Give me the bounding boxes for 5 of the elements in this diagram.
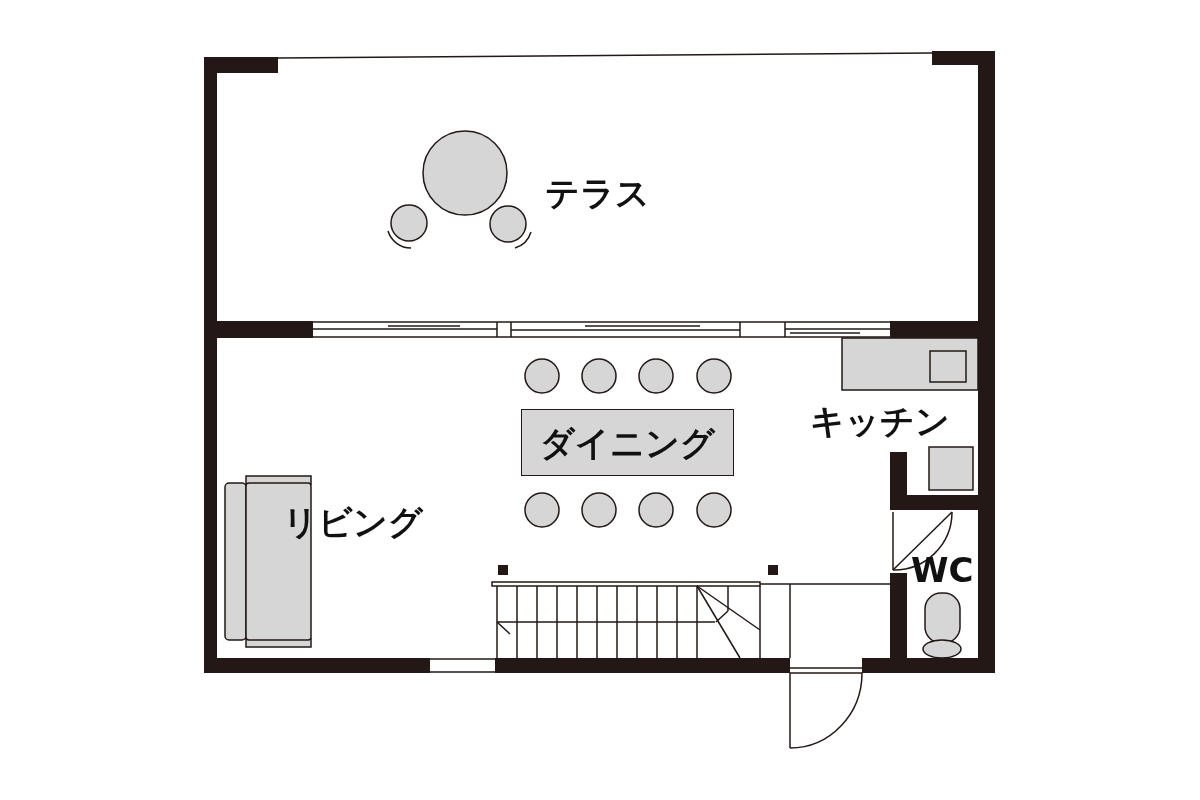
room-label: WC — [911, 553, 974, 587]
room-label: テラス — [545, 176, 650, 210]
dining-table: ダイニング — [521, 409, 734, 476]
room-label: キッチン — [810, 404, 950, 438]
room-label: リビング — [283, 505, 423, 539]
